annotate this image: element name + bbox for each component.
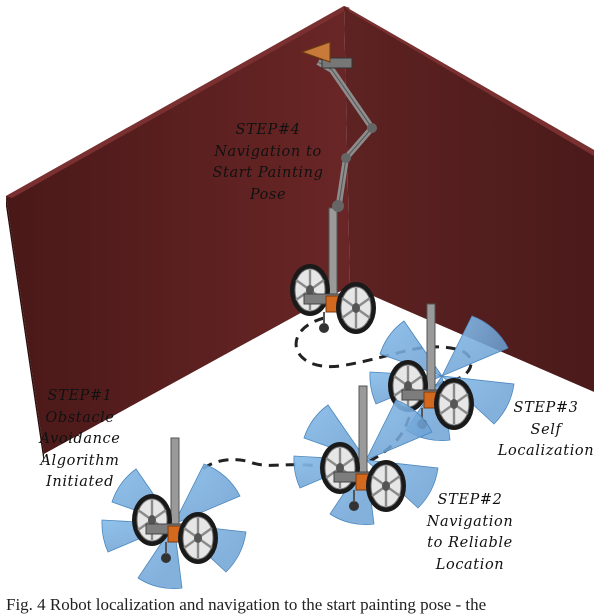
figure-caption: Fig. 4 Robot localization and navigation… [6, 595, 487, 614]
robot-step4 [290, 41, 377, 334]
step1-line: Avoidance [39, 431, 121, 447]
step1-line: Obstacle [45, 409, 115, 426]
step4-line: Navigation to [214, 143, 322, 160]
step2-line: Location [435, 556, 505, 573]
step3-label: STEP#3 Self Localization [494, 398, 598, 463]
step2-title: STEP#2 [437, 492, 503, 508]
step2-line: to Reliable [427, 535, 513, 551]
step1-title: STEP#1 [47, 388, 113, 404]
step1-label: STEP#1 Obstacle Avoidance Algorithm Init… [30, 386, 130, 494]
left-wall [6, 6, 350, 464]
step1-line: Initiated [46, 474, 114, 490]
navigation-path [200, 316, 473, 472]
step1-line: Algorithm [40, 452, 120, 469]
step4-line: Pose [249, 186, 287, 203]
step2-label: STEP#2 Navigation to Reliable Location [414, 490, 526, 576]
right-wall [344, 6, 594, 392]
step4-line: Start Painting [212, 165, 324, 181]
step3-line: Localization [497, 443, 595, 459]
step3-title: STEP#3 [513, 400, 579, 416]
step3-line: Self [530, 421, 562, 438]
step4-label: STEP#4 Navigation to Start Painting Pose [208, 120, 328, 206]
step4-title: STEP#4 [235, 122, 301, 138]
step2-line: Navigation [426, 513, 514, 530]
